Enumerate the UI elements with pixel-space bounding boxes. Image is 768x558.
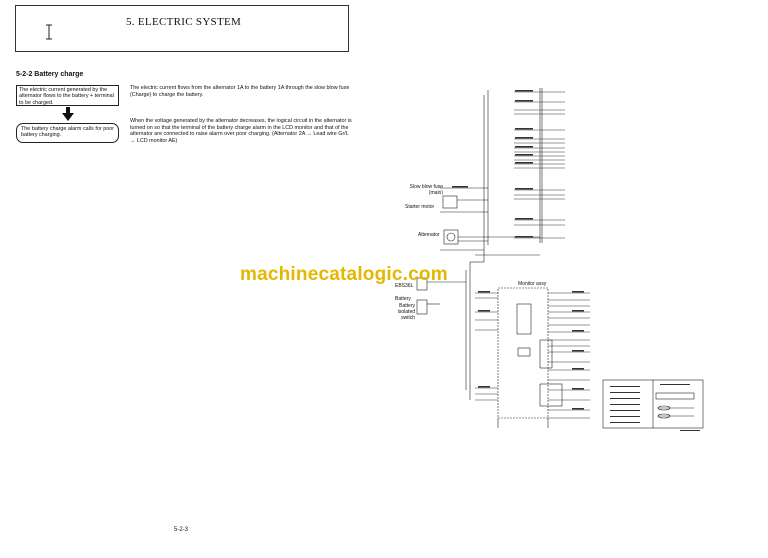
text-cursor-icon bbox=[46, 24, 52, 40]
body-paragraph-2: When the voltage generated by the altern… bbox=[130, 118, 352, 144]
body-paragraph-1: The electric current flows from the alte… bbox=[130, 85, 350, 98]
label-battery: Battery bbox=[395, 296, 411, 302]
label-ebs: EBS36L bbox=[395, 283, 414, 289]
label-battery-isolated-switch: Battery isolated switch bbox=[397, 303, 415, 321]
label-monitor-assy: Monitor assy bbox=[518, 281, 547, 287]
watermark: machinecatalogic.com bbox=[240, 264, 448, 285]
label-slow-blow-fuse: Slow blow fuse (main) bbox=[409, 184, 443, 196]
flow-box-charge: The electric current generated by the al… bbox=[16, 85, 119, 106]
page-number: 5-2-3 bbox=[174, 527, 189, 533]
flow-box-alarm: The battery charge alarm calls for poor … bbox=[16, 123, 119, 143]
label-starter-motor: Starter motor bbox=[405, 204, 435, 210]
down-arrow-icon bbox=[62, 107, 74, 121]
label-alternator: Alternator bbox=[418, 232, 440, 238]
chapter-title: 5. ELECTRIC SYSTEM bbox=[126, 16, 242, 28]
header-box bbox=[15, 5, 349, 52]
section-title: 5-2-2 Battery charge bbox=[16, 71, 84, 78]
